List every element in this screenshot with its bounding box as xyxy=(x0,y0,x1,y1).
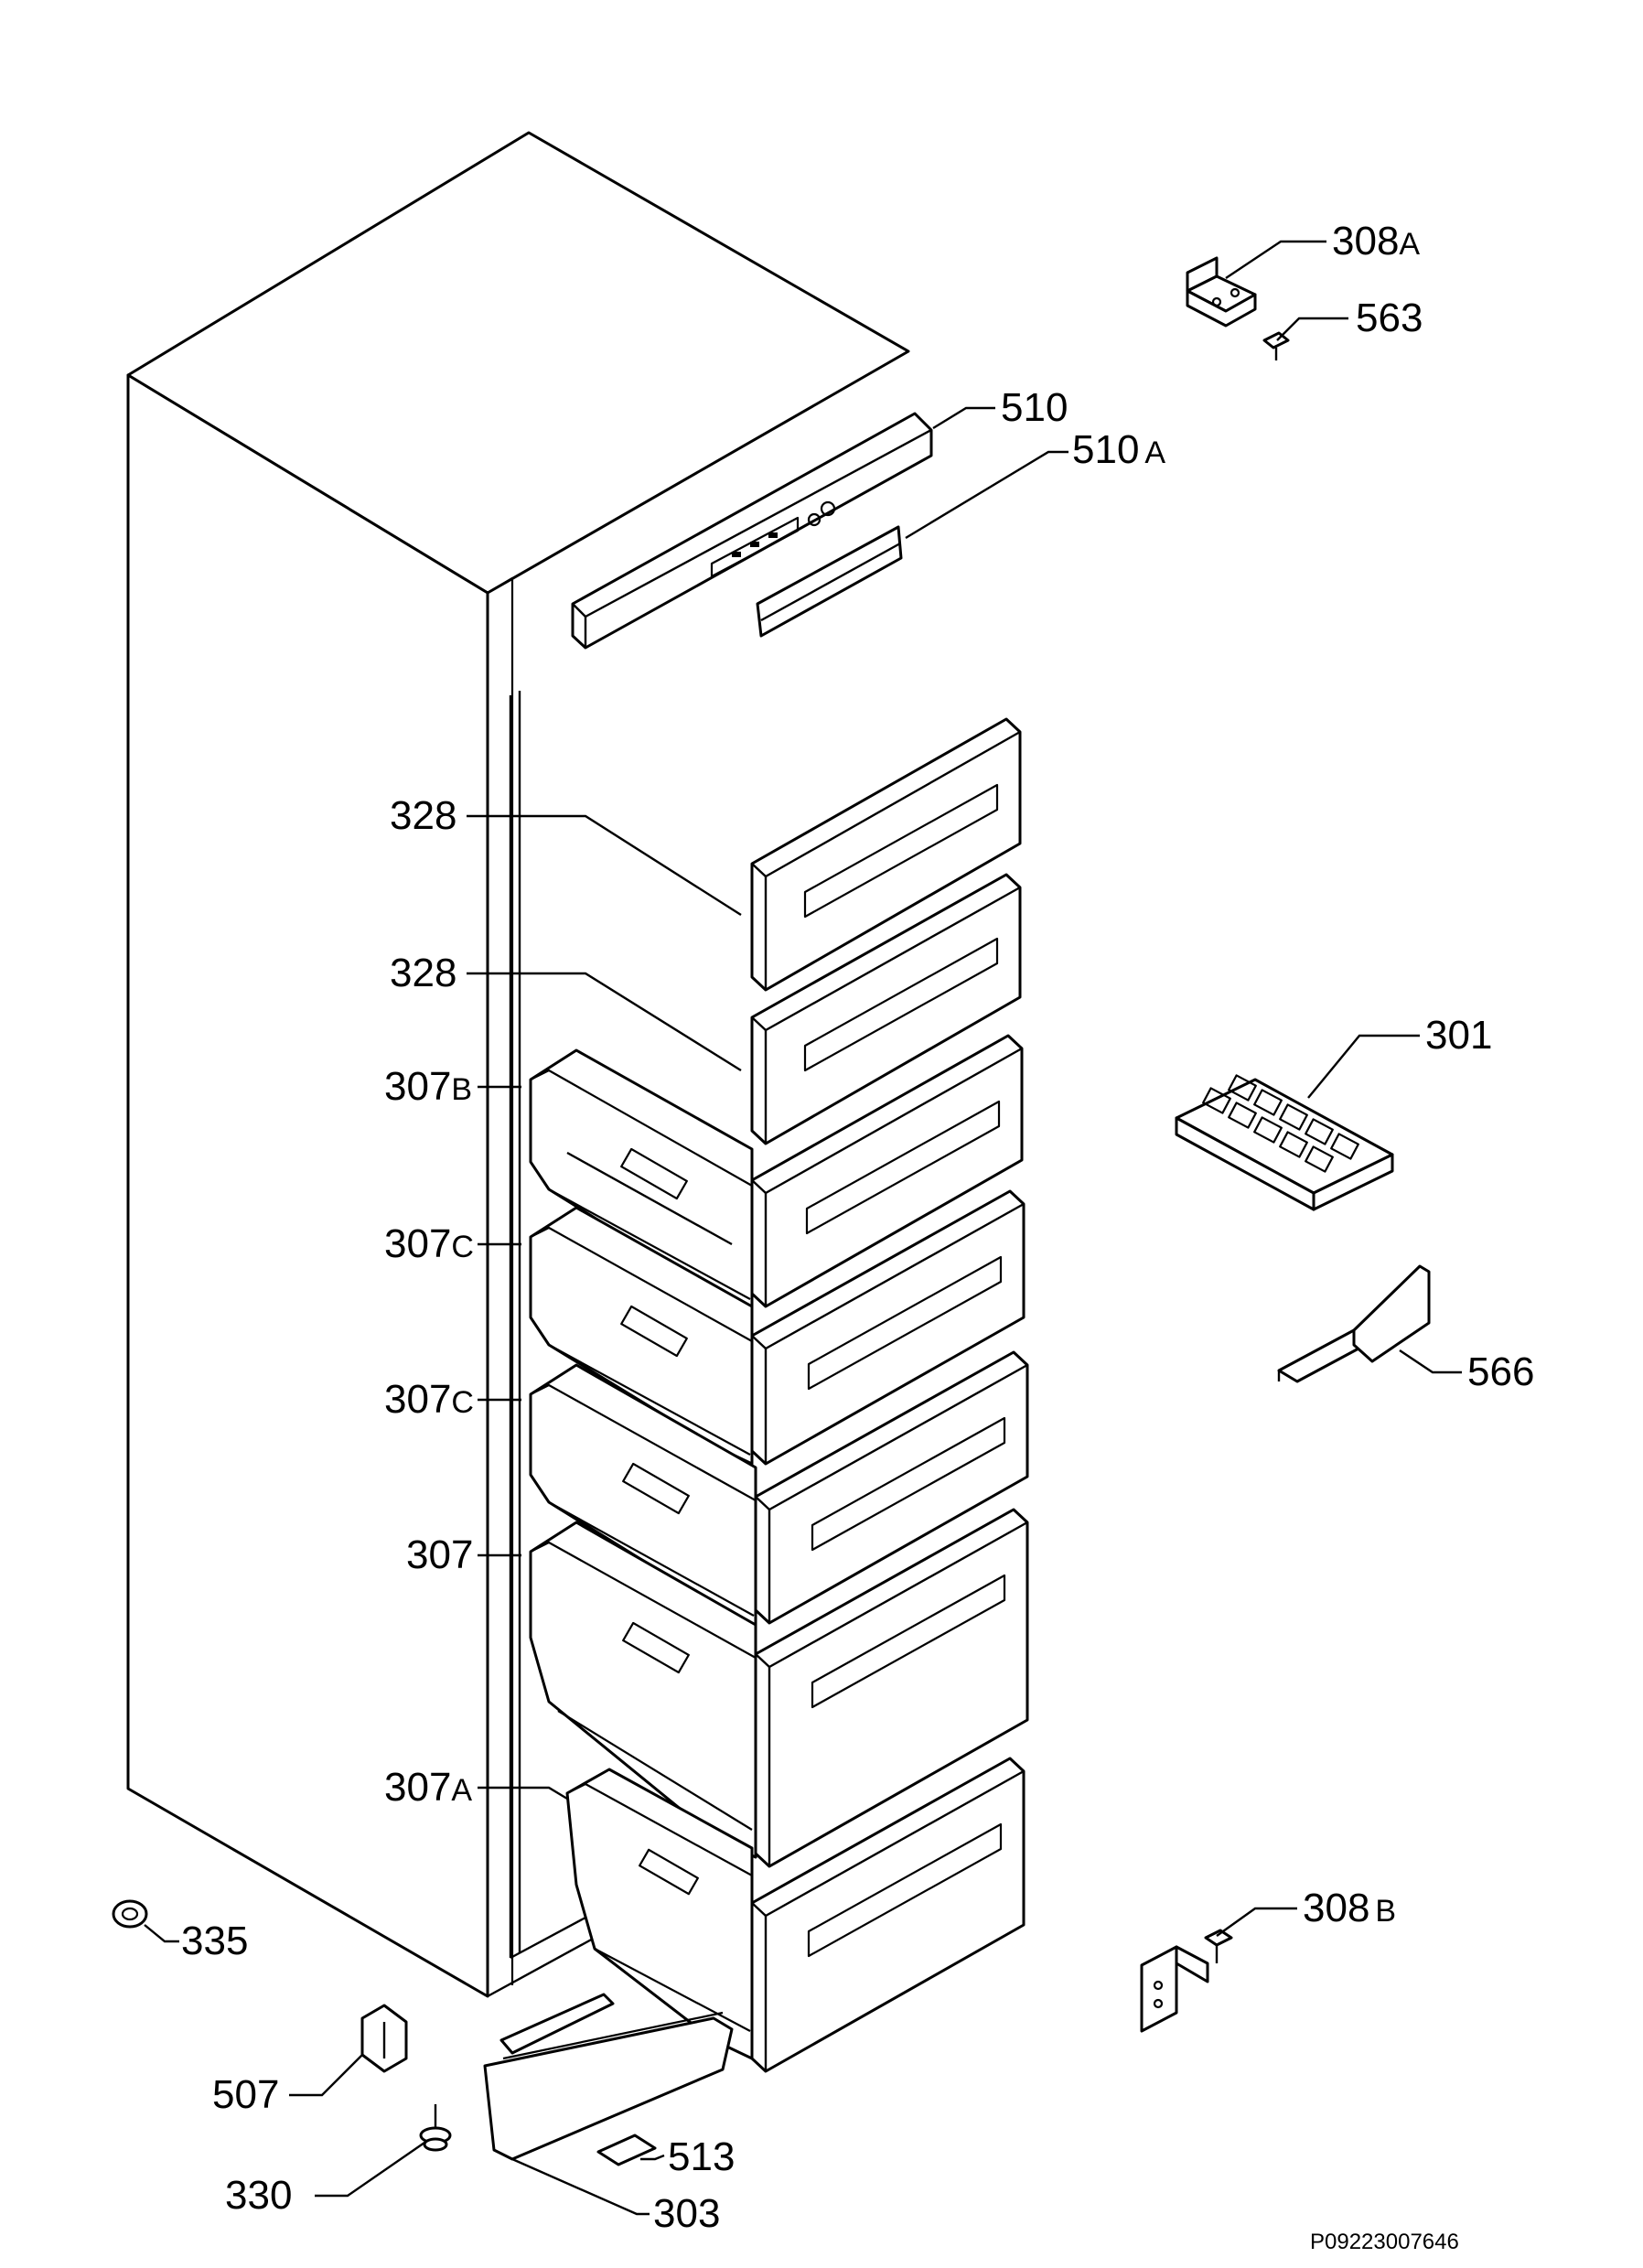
ice-tray-301-icon xyxy=(1175,1074,1394,1211)
label-328-second: 328 xyxy=(390,951,456,995)
grille-clip-513-icon xyxy=(596,2134,657,2166)
label-307c-lower: 307C xyxy=(384,1377,474,1422)
drawer-basket-307c-lower xyxy=(529,1363,757,1627)
adjustable-foot-330-icon xyxy=(419,2104,452,2152)
leader-lines xyxy=(144,240,1462,2216)
label-510: 510 xyxy=(1001,385,1068,430)
diagram-reference-code: P09223007646 xyxy=(1310,2230,1459,2254)
label-308a: 308A xyxy=(1332,219,1420,263)
label-335: 335 xyxy=(181,1919,248,1963)
control-panel xyxy=(571,412,933,650)
label-307b: 307B xyxy=(384,1064,472,1109)
drawer-front-328-second xyxy=(750,873,1022,1145)
label-507: 507 xyxy=(212,2072,279,2117)
label-307: 307 xyxy=(406,1532,473,1577)
foot-cap-335-icon xyxy=(112,1899,148,1929)
hinge-308a-icon xyxy=(1186,256,1257,328)
kick-plate-303 xyxy=(483,1993,734,2161)
screw-563-icon xyxy=(1262,331,1290,360)
control-knob-icon xyxy=(807,512,822,527)
label-563: 563 xyxy=(1356,296,1423,340)
label-566: 566 xyxy=(1467,1349,1534,1394)
label-301: 301 xyxy=(1425,1013,1492,1058)
label-307a: 307A xyxy=(384,1765,472,1810)
drawer-front-328-top xyxy=(750,717,1022,992)
label-330: 330 xyxy=(225,2173,292,2218)
control-panel-cover xyxy=(756,525,903,638)
freezer-cabinet xyxy=(126,131,910,1998)
drawer-basket-307a xyxy=(565,1768,754,2060)
label-328-top: 328 xyxy=(390,793,456,838)
cabinet-side xyxy=(126,373,489,1998)
drawer-basket-307b xyxy=(529,1048,754,1314)
label-307c-upper: 307C xyxy=(384,1221,474,1266)
clip-507-icon xyxy=(360,2004,408,2073)
hinge-308b-icon xyxy=(1140,1929,1233,2033)
label-513: 513 xyxy=(668,2134,735,2179)
ice-scoop-566-icon xyxy=(1277,1264,1431,1383)
label-303: 303 xyxy=(653,2191,720,2236)
cabinet-front-edge xyxy=(487,576,514,1985)
control-knob-icon xyxy=(820,500,836,517)
control-panel-body xyxy=(571,412,933,650)
drawer-front-3 xyxy=(750,1034,1024,1308)
